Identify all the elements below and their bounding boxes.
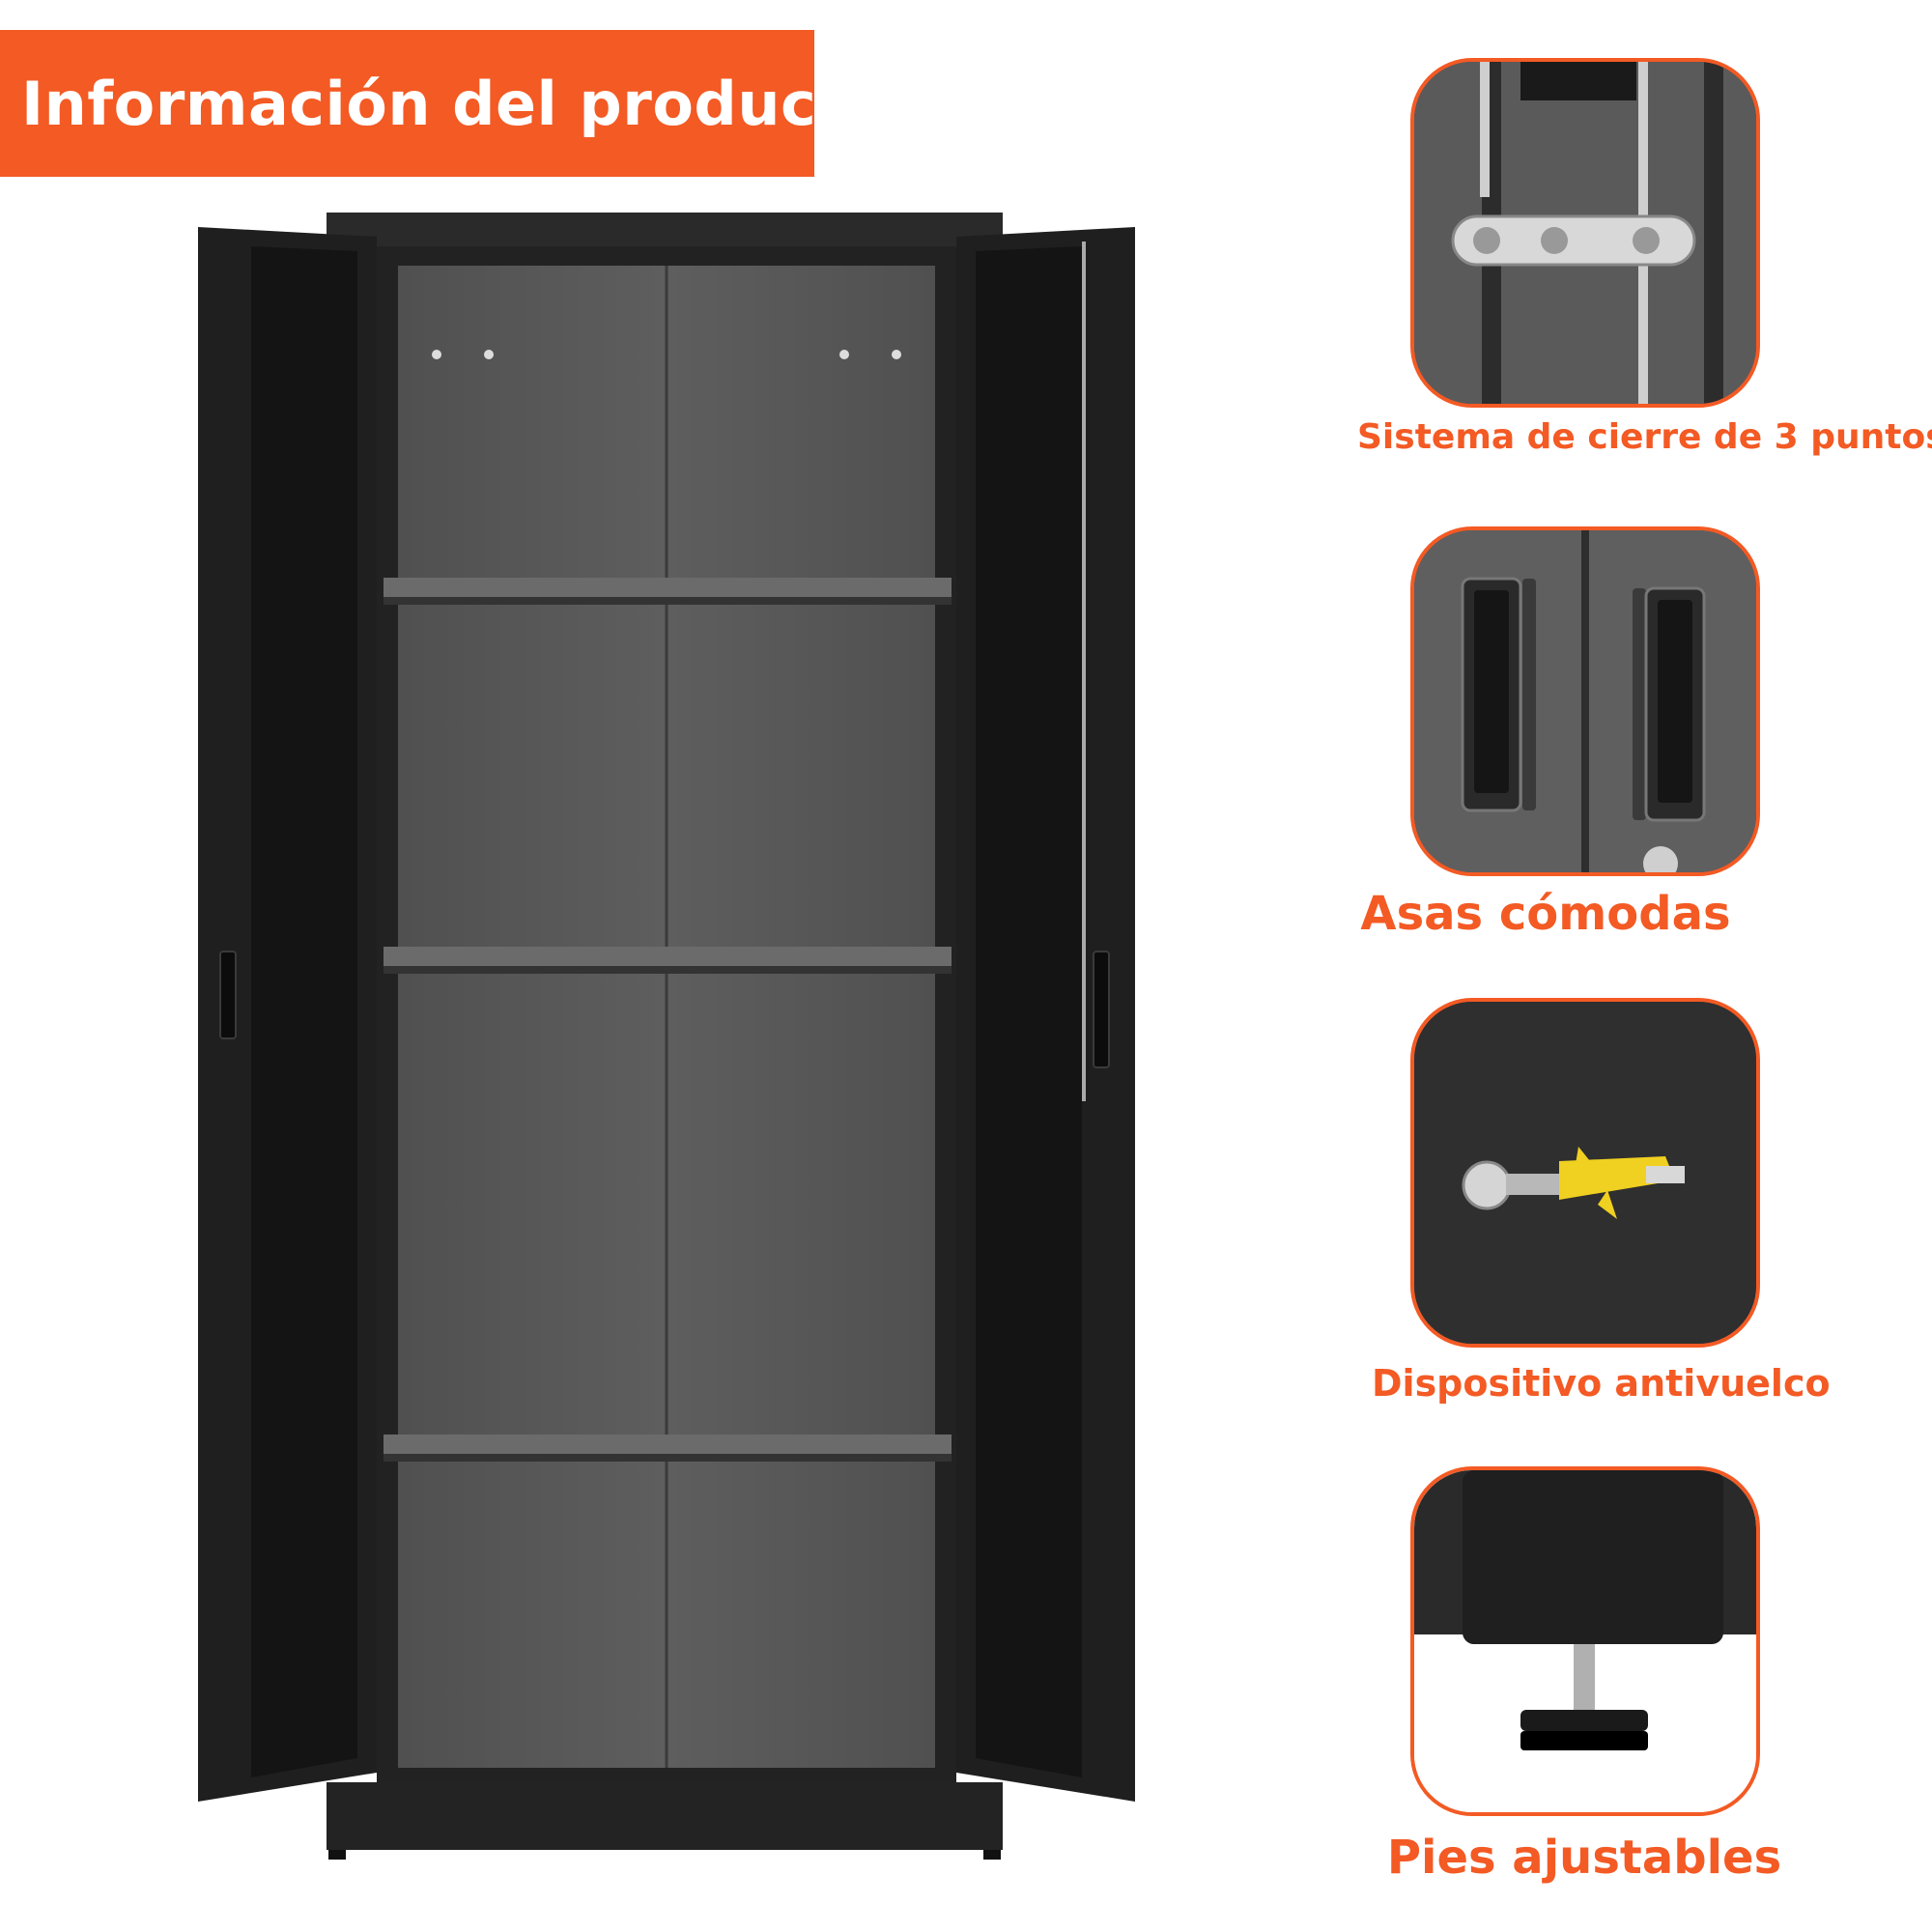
feature-tile-handles (1410, 526, 1760, 876)
wall-anchor-icon (1414, 1002, 1756, 1344)
feature-tile-lock (1410, 58, 1760, 408)
lock-latch-icon (1414, 62, 1756, 404)
feature-tile-feet (1410, 1466, 1760, 1816)
feature-tile-antitip (1410, 998, 1760, 1348)
door-handle-icon (1414, 530, 1756, 872)
feature-caption-feet: Pies ajustables (1386, 1831, 1782, 1885)
header-banner: Información del producto (0, 30, 887, 177)
adjustable-foot-icon (1414, 1470, 1756, 1812)
cabinet-image (193, 203, 1140, 1864)
page-title: Información del producto (21, 68, 888, 139)
feature-caption-handles: Asas cómodas (1360, 887, 1731, 941)
feature-caption-antitip: Dispositivo antivuelco (1372, 1362, 1831, 1405)
feature-caption-lock: Sistema de cierre de 3 puntos (1357, 417, 1932, 457)
